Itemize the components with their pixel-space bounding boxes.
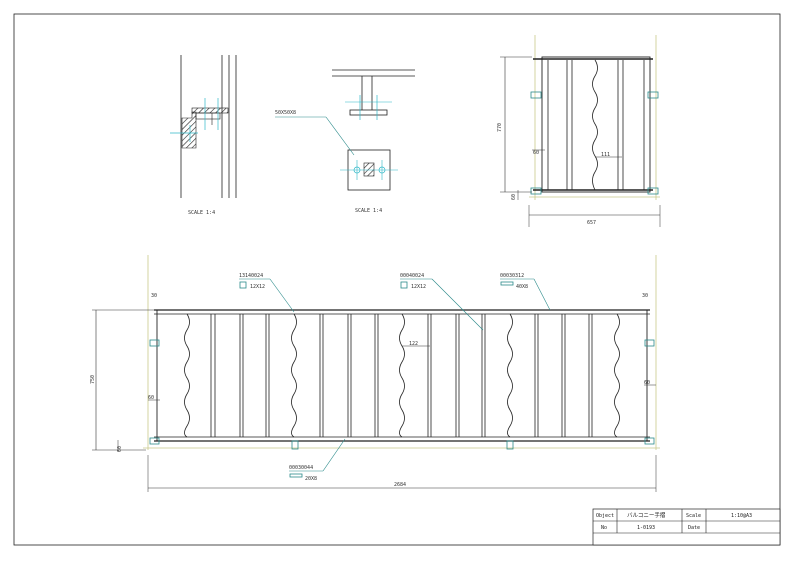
- side-height-dim: 770: [497, 123, 503, 132]
- side-width-dim: 657: [587, 220, 596, 226]
- title-object-label: Object: [596, 513, 614, 519]
- title-object-value: バルコニー手摺: [627, 511, 666, 519]
- title-no-label: No: [601, 525, 607, 531]
- detail-middle-scale: SCALE 1:4: [355, 208, 382, 214]
- front-right-mid-dim: 60: [644, 380, 650, 386]
- sheet-border: [13, 13, 781, 546]
- label-00030044-spec: 20X8: [305, 476, 317, 482]
- label-00040024-spec: 12X12: [411, 284, 426, 290]
- label-00030312-spec: 40X8: [516, 284, 528, 290]
- label-13140024-code: 13140024: [239, 273, 263, 279]
- front-top-left-dim: 30: [151, 293, 157, 299]
- front-view: 750 60 30 30 60 60 122 2684: [90, 255, 660, 492]
- title-block: Object バルコニー手摺 Scale 1:10@A3 No 1-0193 D…: [592, 508, 781, 546]
- title-date-label: Date: [688, 525, 700, 531]
- plate-label: 50X50X8: [275, 110, 296, 116]
- front-height-dim: 750: [90, 375, 96, 384]
- front-left-mid-dim: 60: [148, 395, 154, 401]
- side-spacing-dim: 111: [601, 152, 610, 158]
- detail-left-scale: SCALE 1:4: [188, 210, 215, 216]
- side-view: 770 60 60 111 657: [497, 35, 661, 227]
- flat-bar-icon: [289, 473, 303, 478]
- title-scale-value: 1:10@A3: [731, 513, 752, 519]
- front-bottom-left-dim: 60: [117, 446, 123, 452]
- detail-middle: 50X50X8 SCALE 1:4: [275, 69, 415, 214]
- title-scale-label: Scale: [686, 513, 701, 519]
- square-section-icon: [400, 281, 408, 289]
- detail-left: SCALE 1:4: [170, 55, 237, 216]
- label-13140024-spec: 12X12: [250, 284, 265, 290]
- label-00030312-code: 00030312: [500, 273, 524, 279]
- side-bottom-dim: 60: [511, 194, 517, 200]
- front-top-right-dim: 30: [642, 293, 648, 299]
- side-small-dim: 60: [533, 150, 539, 156]
- part-labels: 13140024 12X12 00040024 12X12 00030312 4…: [239, 273, 551, 482]
- title-no-value: 1-0193: [637, 525, 655, 531]
- front-width-dim: 2684: [394, 482, 406, 488]
- square-section-icon: [239, 281, 247, 289]
- label-00030044-code: 00030044: [289, 465, 313, 471]
- flat-bar-icon: [500, 281, 514, 286]
- front-spacing-dim: 122: [409, 341, 418, 347]
- label-00040024-code: 00040024: [400, 273, 424, 279]
